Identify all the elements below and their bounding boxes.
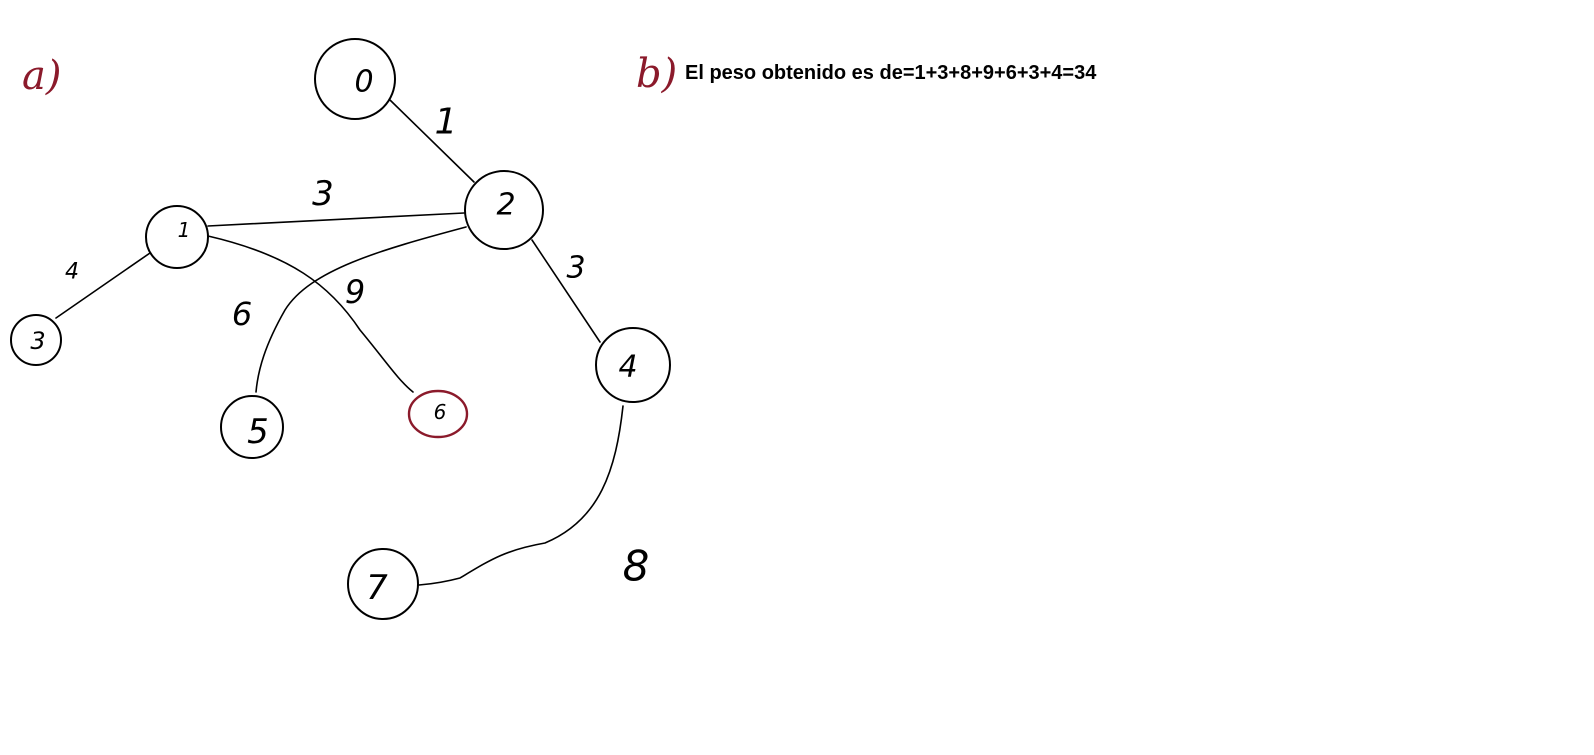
edge-2-5: [255, 226, 467, 393]
node-4-label: 4: [618, 350, 637, 385]
node-2-label: 2: [496, 188, 515, 223]
edge-0-2: [389, 99, 475, 183]
weight-1-2: 3: [312, 174, 334, 214]
node-5-label: 5: [247, 412, 269, 452]
node-2: 2: [464, 170, 544, 250]
edge-1-6: [207, 235, 414, 393]
node-3-label: 3: [30, 327, 45, 355]
edges: [55, 99, 624, 586]
part-a-label: a): [22, 53, 61, 99]
part-b-label: b): [636, 51, 677, 97]
node-0: 0: [314, 38, 396, 120]
edge-1-2: [207, 212, 465, 227]
edge-4-7: [418, 405, 624, 586]
node-1: 1: [145, 205, 209, 269]
node-3: 3: [10, 314, 62, 366]
weight-4-7: 8: [623, 542, 650, 591]
weight-0-2: 1: [435, 102, 458, 143]
node-6: 6: [407, 389, 469, 439]
node-6-label: 6: [434, 400, 447, 424]
weight-2-4: 3: [566, 251, 585, 286]
answer-text: El peso obtenido es de=1+3+8+9+6+3+4=34: [685, 62, 1097, 84]
weight-2-5: 6: [232, 295, 252, 333]
edge-2-4: [531, 239, 601, 343]
node-7: 7: [347, 548, 419, 620]
node-1-label: 1: [178, 218, 191, 242]
weight-1-3: 4: [65, 260, 79, 285]
node-5: 5: [220, 395, 284, 459]
nodes: 0 1 2 3 4 5 6 7: [10, 38, 671, 620]
weight-1-6: 9: [345, 273, 365, 311]
node-7-label: 7: [366, 568, 388, 608]
node-0-label: 0: [354, 65, 373, 100]
edge-weights: 1 3 3 4 9 6 8: [65, 102, 649, 591]
edge-1-3: [55, 252, 151, 319]
node-4: 4: [595, 327, 671, 403]
